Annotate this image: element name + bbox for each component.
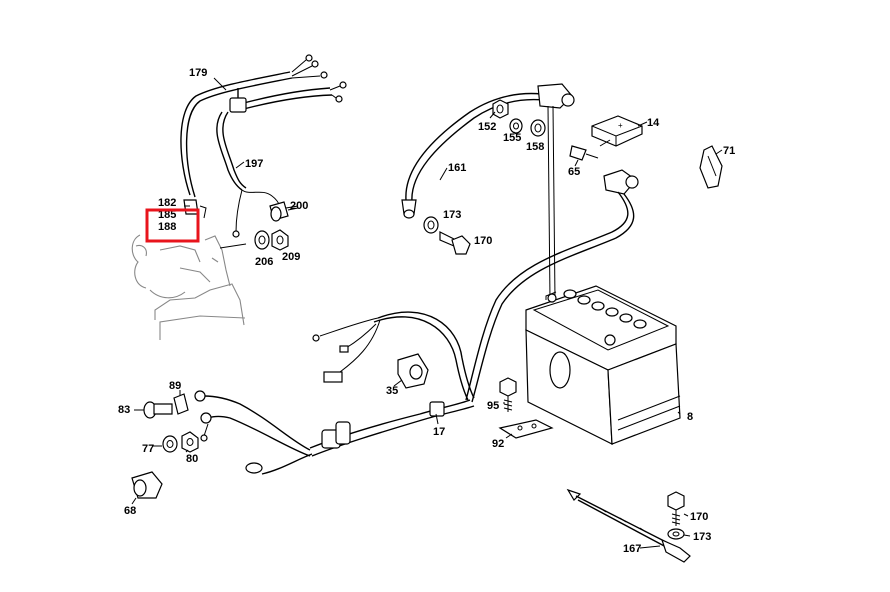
battery-8 <box>525 285 681 445</box>
connector-200 <box>269 201 299 222</box>
bolt-170-upper <box>439 231 471 255</box>
washer-173-lower <box>667 528 685 540</box>
label-92: 92 <box>492 438 504 450</box>
bracket-35 <box>397 353 429 389</box>
label-161: 161 <box>448 162 466 174</box>
washer-155 <box>509 118 523 134</box>
svg-text:+: + <box>618 121 623 130</box>
terminal-cover-14: + <box>591 115 643 147</box>
label-95: 95 <box>487 400 499 412</box>
label-83: 83 <box>118 404 130 416</box>
connector-65 <box>569 139 611 161</box>
battery-cable-161 <box>401 83 575 301</box>
grommet-206 <box>254 230 270 250</box>
label-173-upper: 173 <box>443 209 461 221</box>
part-labels: 179 197 182 185 188 200 206 209 152 155 … <box>118 67 735 555</box>
label-188: 188 <box>158 221 176 233</box>
washer-77 <box>162 435 178 453</box>
label-179: 179 <box>189 67 207 79</box>
hold-down-rod-167 <box>566 488 691 563</box>
label-155: 155 <box>503 132 521 144</box>
label-197: 197 <box>245 158 263 170</box>
label-182: 182 <box>158 197 176 209</box>
label-158: 158 <box>526 141 544 153</box>
clip-71 <box>699 145 723 189</box>
bolt-95 <box>499 377 517 412</box>
positive-cable <box>465 169 639 403</box>
battery-cell-caps <box>563 289 647 329</box>
highlight-box <box>145 208 200 243</box>
label-14: 14 <box>647 117 660 129</box>
label-167: 167 <box>623 543 641 555</box>
bolt-170-lower <box>667 491 685 526</box>
label-80: 80 <box>186 453 198 465</box>
label-71: 71 <box>723 145 735 157</box>
screw-83 <box>143 401 173 419</box>
label-77: 77 <box>142 443 154 455</box>
label-173-lower: 173 <box>693 531 711 543</box>
label-35: 35 <box>386 385 398 397</box>
label-89: 89 <box>169 380 181 392</box>
nut-80 <box>181 431 199 453</box>
washer-89 <box>173 393 189 415</box>
label-65: 65 <box>568 166 580 178</box>
washer-173-upper <box>423 216 439 234</box>
callout-lines <box>131 77 723 549</box>
wiring-harness-179 <box>180 54 347 238</box>
washer-158 <box>530 119 546 137</box>
nut-152 <box>492 99 509 119</box>
label-68: 68 <box>124 505 136 517</box>
main-harness-17 <box>194 311 475 475</box>
label-185: 185 <box>158 209 176 221</box>
label-152: 152 <box>478 121 496 133</box>
label-200: 200 <box>290 200 308 212</box>
label-170-lower: 170 <box>690 511 708 523</box>
label-209: 209 <box>282 251 300 263</box>
label-206: 206 <box>255 256 273 268</box>
label-8: 8 <box>687 411 693 423</box>
label-17: 17 <box>433 426 445 438</box>
nut-209 <box>271 229 289 251</box>
engine-block-outline <box>131 234 246 340</box>
boot-68 <box>131 471 163 499</box>
plate-92 <box>498 419 554 439</box>
label-170-upper: 170 <box>474 235 492 247</box>
